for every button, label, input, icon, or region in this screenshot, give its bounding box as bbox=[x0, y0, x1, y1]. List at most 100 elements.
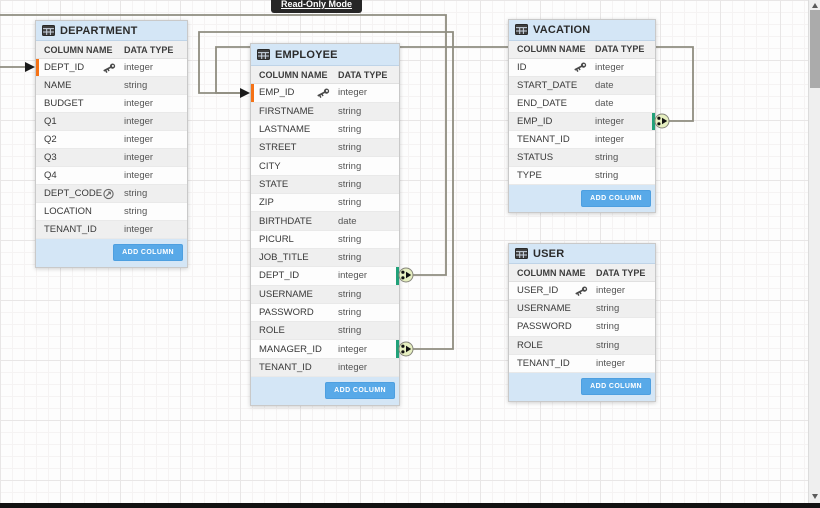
table-header[interactable]: USER bbox=[509, 244, 655, 264]
data-type-label: string bbox=[338, 233, 362, 245]
data-type-label: integer bbox=[338, 361, 368, 373]
scroll-up-icon[interactable] bbox=[812, 3, 818, 8]
data-type-label: string bbox=[596, 303, 620, 315]
connector-handle[interactable] bbox=[398, 267, 414, 283]
circle-arrow-icon bbox=[103, 188, 114, 199]
add-column-button[interactable]: ADD COLUMN bbox=[113, 244, 183, 261]
column-name-label: JOB_TITLE bbox=[259, 252, 309, 264]
column-name-label: Q2 bbox=[44, 134, 57, 145]
primary-key-icon bbox=[574, 62, 587, 73]
column-row-role[interactable]: ROLE string bbox=[509, 336, 655, 355]
data-type-label: integer bbox=[338, 87, 368, 99]
cardinality-connector-icon bbox=[398, 267, 414, 283]
table-icon bbox=[42, 25, 55, 36]
table-header[interactable]: VACATION bbox=[509, 20, 655, 41]
table-footer: ADD COLUMN bbox=[36, 239, 187, 267]
data-type-label: date bbox=[338, 215, 357, 227]
column-name-label: LOCATION bbox=[44, 206, 92, 217]
column-name-label: ROLE bbox=[517, 339, 543, 351]
vertical-scrollbar[interactable] bbox=[808, 0, 820, 503]
data-type-label: integer bbox=[596, 285, 626, 297]
column-name-label: STATUS bbox=[517, 152, 554, 164]
data-type-label: string bbox=[596, 339, 620, 351]
vertical-scrollbar-thumb[interactable] bbox=[810, 10, 820, 88]
column-row-birthdate[interactable]: BIRTHDATE date bbox=[251, 212, 399, 231]
column-name-header: COLUMN NAME bbox=[259, 69, 328, 80]
add-column-button[interactable]: ADD COLUMN bbox=[581, 190, 651, 208]
scroll-down-icon[interactable] bbox=[812, 494, 818, 499]
data-type-label: integer bbox=[124, 116, 154, 127]
data-type-label: string bbox=[338, 197, 362, 209]
data-type-label: integer bbox=[595, 133, 625, 145]
data-type-label: string bbox=[338, 160, 362, 172]
table-footer: ADD COLUMN bbox=[509, 372, 655, 401]
column-name-label: PICURL bbox=[259, 233, 294, 245]
connector-handle[interactable] bbox=[654, 113, 670, 129]
data-type-label: integer bbox=[124, 152, 154, 163]
column-row-location[interactable]: LOCATION string bbox=[36, 203, 187, 221]
primary-key-icon-wrap bbox=[317, 88, 330, 98]
table-footer: ADD COLUMN bbox=[251, 377, 399, 406]
table-title: DEPARTMENT bbox=[60, 24, 138, 37]
column-name-label: CITY bbox=[259, 160, 281, 172]
table-header[interactable]: EMPLOYEE bbox=[251, 44, 399, 66]
add-column-button[interactable]: ADD COLUMN bbox=[325, 382, 395, 400]
table-icon bbox=[515, 24, 528, 36]
primary-key-icon bbox=[103, 63, 116, 73]
column-name-label: TYPE bbox=[517, 170, 542, 182]
column-name-label: TENANT_ID bbox=[44, 224, 97, 235]
data-type-label: string bbox=[124, 206, 148, 217]
data-type-label: integer bbox=[595, 61, 625, 73]
column-row-picurl[interactable]: PICURL string bbox=[251, 231, 399, 249]
table-title: VACATION bbox=[533, 23, 591, 36]
data-type-label: integer bbox=[338, 343, 368, 355]
column-name-label: STATE bbox=[259, 178, 289, 190]
data-type-header: DATA TYPE bbox=[596, 267, 646, 278]
table-header[interactable]: DEPARTMENT bbox=[36, 21, 187, 41]
data-type-header: DATA TYPE bbox=[595, 44, 645, 54]
connector-handle[interactable] bbox=[398, 341, 414, 357]
column-row-city[interactable]: CITY string bbox=[251, 157, 399, 176]
add-column-button[interactable]: ADD COLUMN bbox=[581, 377, 651, 395]
column-name-label: BIRTHDATE bbox=[259, 215, 312, 227]
data-type-label: integer bbox=[595, 115, 625, 127]
